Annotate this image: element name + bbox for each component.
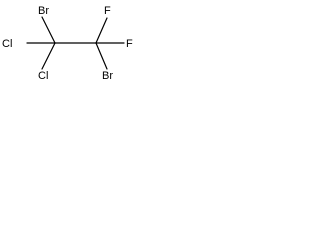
atom-label-f-right-upper: F (104, 5, 111, 17)
chemical-structure-diagram: Br Cl Cl F F Br (0, 0, 142, 86)
c1-br-bond (41, 16, 56, 44)
c2-f-upper-bond (95, 17, 108, 44)
atom-label-br-bottom: Br (102, 70, 113, 82)
molecule-drawing: Br Cl Cl F F Br (2, 5, 133, 82)
atom-label-cl-left-lower: Cl (38, 70, 48, 82)
atom-labels: Br Cl Cl F F Br (2, 5, 133, 82)
bonds (26, 16, 125, 70)
c1-cl-lower-bond (41, 42, 56, 70)
atom-label-f-right-lower: F (126, 38, 133, 50)
c2-br-bond (95, 42, 108, 70)
atom-label-cl-left-upper: Cl (2, 38, 12, 50)
atom-label-br-top: Br (38, 5, 49, 17)
